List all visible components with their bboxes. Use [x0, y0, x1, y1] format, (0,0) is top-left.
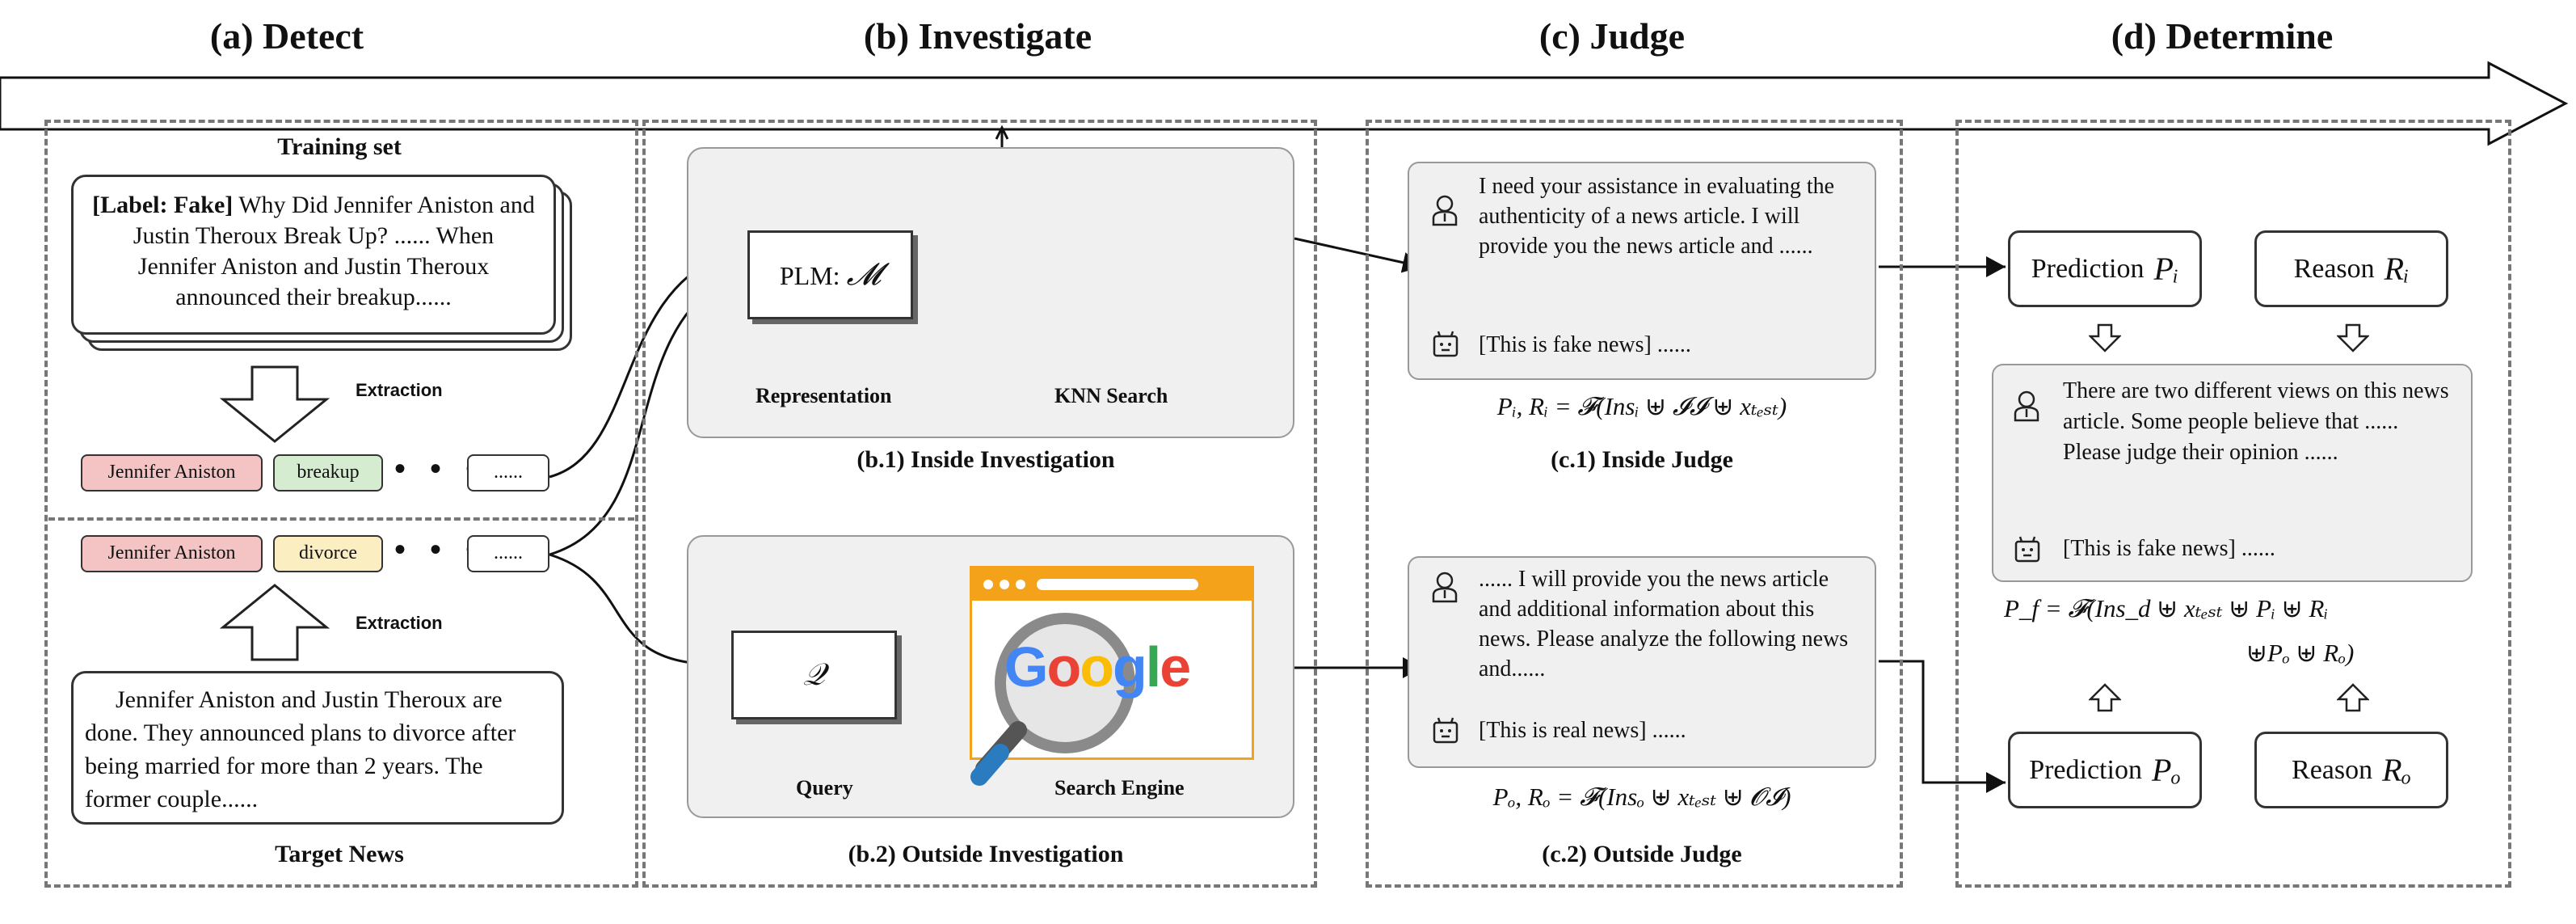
- tag-more-train: ......: [467, 454, 549, 492]
- query-label: Query: [796, 776, 853, 800]
- prediction-outside-box: Prediction Pₒ: [2008, 732, 2202, 808]
- determine-reply: [This is fake news] ......: [2063, 536, 2275, 561]
- google-logo: Google: [1004, 635, 1191, 699]
- extraction-label-bottom: Extraction: [356, 613, 443, 633]
- google-letter-g: G: [1004, 635, 1048, 698]
- person-icon: [2014, 390, 2039, 422]
- robot-icon: [2014, 536, 2040, 563]
- training-label: [Label: Fake]: [92, 192, 234, 218]
- target-news-title: Target News: [275, 841, 404, 867]
- inside-judge-prompt: I need your assistance in evaluating the…: [1479, 174, 1835, 259]
- hollow-up-arrow-icon: [2337, 683, 2369, 712]
- investigate-panel: [642, 120, 1317, 888]
- tag-breakup: breakup: [273, 454, 383, 492]
- prediction-outside-symbol: Pₒ: [2151, 752, 2181, 788]
- detect-divider: [48, 517, 634, 521]
- ellipsis-dots-train: • • •: [394, 450, 486, 487]
- ellipsis-dots-target: • • •: [394, 531, 486, 567]
- outside-judge-reply: [This is real news] ......: [1479, 718, 1686, 743]
- reason-inside-symbol: Rᵢ: [2384, 251, 2410, 287]
- reason-outside-symbol: Rₒ: [2382, 752, 2411, 788]
- extraction-label-top: Extraction: [356, 380, 443, 400]
- tag-more-target: ......: [467, 535, 549, 572]
- stage-title-determine: (d) Determine: [2111, 15, 2334, 57]
- inside-investigation-caption: (b.1) Inside Investigation: [857, 446, 1115, 473]
- stage-title-investigate: (b) Investigate: [863, 15, 1092, 57]
- outside-judge-formula: Pₒ, Rₒ = 𝓕(Insₒ ⊎ xₜₑₛₜ ⊎ 𝓞𝓘): [1492, 783, 1791, 811]
- google-letter-g2: g: [1112, 635, 1147, 698]
- determine-formula-line2: ⊎Pₒ ⊎ Rₒ): [2246, 639, 2355, 667]
- detect-panel: [44, 120, 638, 888]
- google-letter-o2: o: [1080, 635, 1114, 698]
- plm-label: PLM:: [779, 261, 840, 290]
- query-symbol: 𝒬: [802, 658, 826, 692]
- reason-outside-label: Reason: [2292, 754, 2373, 785]
- hollow-down-arrow-icon: [219, 365, 330, 443]
- prediction-inside-box: Prediction Pᵢ: [2008, 230, 2202, 307]
- stage-title-judge: (c) Judge: [1538, 15, 1686, 57]
- search-engine-label: Search Engine: [1054, 776, 1185, 800]
- determine-panel: [1955, 120, 2511, 888]
- person-icon: [1432, 572, 1458, 603]
- target-news-card: Jennifer Aniston and Justin Theroux are …: [71, 671, 564, 825]
- person-icon: [1432, 195, 1458, 226]
- inside-judge-formula: Pᵢ, Rᵢ = 𝓕(Insᵢ ⊎ 𝓘𝓘 ⊎ xₜₑₛₜ): [1496, 392, 1787, 420]
- stage-title-detect: (a) Detect: [209, 15, 364, 57]
- training-set-title: Training set: [277, 133, 402, 160]
- plm-block: PLM: 𝓜: [747, 230, 913, 319]
- outside-judge-prompt: ...... I will provide you the news artic…: [1479, 567, 1849, 681]
- judge-panel: [1366, 120, 1903, 888]
- prediction-inside-label: Prediction: [2031, 253, 2145, 284]
- prediction-inside-symbol: Pᵢ: [2153, 251, 2179, 287]
- reason-inside-label: Reason: [2293, 253, 2375, 284]
- google-letter-l: l: [1145, 635, 1162, 698]
- timeline-arrow: [0, 61, 2569, 146]
- outside-investigation-caption: (b.2) Outside Investigation: [848, 841, 1124, 867]
- wire-target-to-query: [549, 553, 716, 675]
- reason-outside-box: Reason Rₒ: [2254, 732, 2448, 808]
- determine-prompt: There are two different views on this ne…: [2063, 378, 2449, 465]
- robot-icon: [1433, 331, 1458, 357]
- representation-label: Representation: [756, 384, 892, 407]
- outside-judge-caption: (c.2) Outside Judge: [1542, 841, 1742, 867]
- determine-chat: [1992, 364, 2473, 582]
- inside-investigation-panel: [687, 147, 1294, 438]
- outside-judge-chat: [1408, 556, 1876, 768]
- browser-titlebar: [972, 568, 1252, 601]
- inside-judge-caption: (c.1) Inside Judge: [1551, 446, 1733, 473]
- tag-divorce: divorce: [273, 535, 383, 572]
- hollow-up-arrow-icon: [2089, 683, 2121, 712]
- hollow-up-arrow-icon: [219, 584, 330, 661]
- prediction-outside-label: Prediction: [2029, 754, 2142, 785]
- hollow-down-arrow-icon: [2089, 323, 2121, 352]
- tag-jennifer-aniston-train: Jennifer Aniston: [81, 454, 263, 492]
- google-letter-o1: o: [1046, 635, 1081, 698]
- determine-formula-line1: P_f = 𝓕(Ins_d ⊎ xₜₑₛₜ ⊎ Pᵢ ⊎ Rᵢ: [2004, 594, 2329, 622]
- hollow-down-arrow-icon: [2337, 323, 2369, 352]
- plm-model-symbol: 𝓜: [846, 258, 882, 292]
- training-news-card: [Label: Fake] Why Did Jennifer Aniston a…: [71, 175, 556, 335]
- reason-inside-box: Reason Rᵢ: [2254, 230, 2448, 307]
- tag-jennifer-aniston-target: Jennifer Aniston: [81, 535, 263, 572]
- robot-icon: [1433, 717, 1458, 744]
- magnifier-icon: [970, 613, 1135, 786]
- google-letter-e: e: [1160, 635, 1191, 698]
- inside-judge-chat: [1408, 162, 1876, 380]
- query-block: 𝒬: [731, 631, 897, 719]
- knn-search-label: KNN Search: [1054, 384, 1168, 407]
- training-news-text: Why Did Jennifer Aniston and Justin Ther…: [133, 192, 535, 310]
- inside-judge-reply: [This is fake news] ......: [1479, 332, 1691, 357]
